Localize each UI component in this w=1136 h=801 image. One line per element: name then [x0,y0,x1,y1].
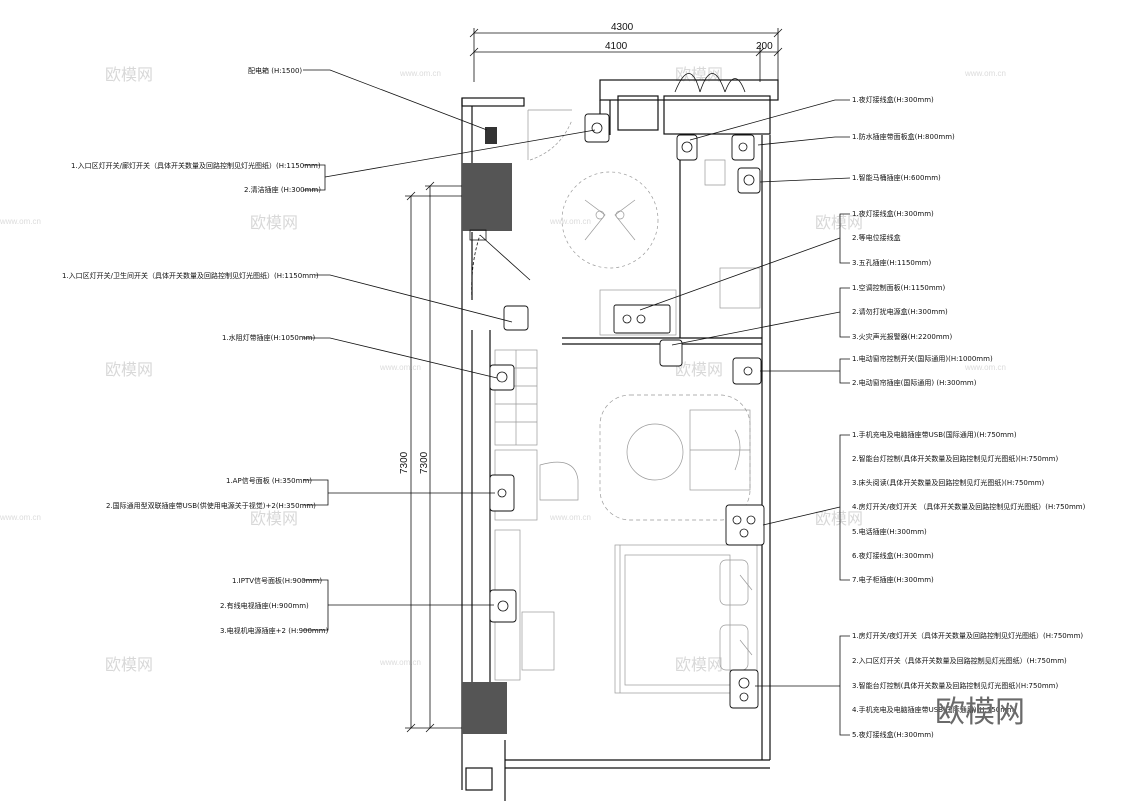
label-night-light-box-4: 5.夜灯接线盒(H:300mm) [852,730,934,739]
label-entry-bathroom-switch: 1.入口区灯开关/卫生间开关（具体开关数量及回路控制见灯光图纸）(H:1150m… [62,271,319,280]
watermark-text: 欧模网 [250,509,298,528]
watermark-url: www.om.cn [0,513,41,522]
label-curtain-socket: 2.电动窗帘插座(国际通用) (H:300mm) [852,378,977,387]
right-annotations: 1.夜灯接线盒(H:300mm) 1.防水插座带面板盒(H:800mm) 1.智… [852,95,1086,739]
label-room-light-switch: 4.房灯开关/夜灯开关 （具体开关数量及回路控制见灯光图纸）(H:750mm) [852,502,1086,511]
label-phone-usb-socket-2: 4.手机充电及电脑插座带USB(国际通用)(H:750mm) [852,705,1017,714]
outlet-glyphs [496,122,756,702]
label-equipotential-box: 2.等电位接线盒 [852,233,901,242]
watermark-url: www.om.cn [0,217,41,226]
label-night-light-box-2: 1.夜灯接线盒(H:300mm) [852,209,934,218]
watermark-text: 欧模网 [815,509,863,528]
window-detail [674,73,746,93]
watermark-text: 欧模网 [675,65,723,84]
dimension-left-inner: 7300 [419,451,430,474]
leader-lines [303,69,851,736]
sofa-and-table [599,394,751,521]
dimension-left-outer: 7300 [399,451,410,474]
label-five-hole-socket: 3.五孔插座(H:1150mm) [852,258,931,267]
watermark-text: 欧模网 [105,65,153,84]
label-bedside-reading: 3.床头阅读(具体开关数量及回路控制见灯光图纸)(H:750mm) [852,478,1044,487]
top-dimension-lines [469,28,783,82]
label-tv-power-socket: 3.电视机电源插座+2 (H:900mm) [220,626,329,635]
watermark-layer: 欧模网 www.om.cn 欧模网 www.om.cn www.om.cn 欧模… [0,65,1006,674]
watermark-url: www.om.cn [379,658,421,667]
watermark-text: 欧模网 [815,213,863,232]
label-tv-socket: 2.有线电视插座(H:900mm) [220,601,309,610]
watermark-text: 欧模网 [675,360,723,379]
structural-column-bottom [462,682,507,734]
dimension-top-side: 200 [756,41,773,52]
label-night-light-box-3: 6.夜灯接线盒(H:300mm) [852,551,934,560]
label-dnd-box: 2.请勿打扰电源盒(H:300mm) [852,307,948,316]
structural-column-top [462,163,512,231]
label-smart-toilet-socket: 1.智能马桶插座(H:600mm) [852,173,941,182]
watermark-url: www.om.cn [964,363,1006,372]
label-room-light-switch-2: 1.房灯开关/夜灯开关（具体开关数量及回路控制见灯光图纸）(H:750mm) [852,631,1083,640]
label-distribution-box: 配电箱 (H:1500) [248,66,302,75]
dimension-top-total: 4300 [611,22,634,33]
distribution-box [485,127,497,144]
label-phone-usb-socket: 1.手机充电及电脑插座带USB(国际通用)(H:750mm) [852,430,1017,439]
label-fire-alarm: 3.火灾声光报警器(H:2200mm) [852,332,952,341]
watermark-url: www.om.cn [964,69,1006,78]
watermark-text: 欧模网 [250,213,298,232]
watermark-text: 欧模网 [105,360,153,379]
label-waterproof-socket: 1.防水插座带面板盒(H:800mm) [852,132,955,141]
label-cabinet-socket: 7.电子柜插座(H:300mm) [852,575,934,584]
label-ac-panel: 1.空调控制面板(H:1150mm) [852,283,945,292]
label-curtain-switch: 1.电动窗帘控制开关(国际通用)(H:1000mm) [852,354,993,363]
label-night-light-box: 1.夜灯接线盒(H:300mm) [852,95,934,104]
watermark-url: www.om.cn [549,217,591,226]
watermark-text: 欧模网 [105,655,153,674]
label-phone-socket: 5.电话插座(H:300mm) [852,527,927,536]
watermark-url: www.om.cn [399,69,441,78]
label-ap-panel: 1.AP信号面板 (H:350mm) [226,476,312,485]
label-entry-switch-2: 2.入口区灯开关（具体开关数量及回路控制见灯光图纸）(H:750mm) [852,656,1067,665]
left-annotations: 配电箱 (H:1500) 1.入口区灯开关/廊灯开关（具体开关数量及回路控制见灯… [62,66,329,635]
watermark-url: www.om.cn [549,513,591,522]
label-iptv-panel: 1.IPTV信号面板(H:900mm) [232,576,322,585]
watermark-url: www.om.cn [964,658,1006,667]
dimension-top-main: 4100 [605,41,628,52]
left-dimension-lines [405,181,470,733]
outlet-symbols [489,113,765,709]
watermark-text: 欧模网 [675,655,723,674]
label-usb-socket: 2.国际通用型双联插座带USB(供使用电源关于视觉)+2(H:350mm) [106,501,316,510]
label-smart-lamp-control: 2.智能台灯控制(具体开关数量及回路控制见灯光图纸)(H:750mm) [852,454,1058,463]
label-smart-lamp-control-2: 3.智能台灯控制(具体开关数量及回路控制见灯光图纸)(H:750mm) [852,681,1058,690]
corner-watermark-logo: 欧模网 [935,695,1025,730]
label-light-strip-socket: 1.水阻灯带插座(H:1050mm) [222,333,315,342]
watermark-url: www.om.cn [379,363,421,372]
bathroom-door [469,229,531,301]
bed [614,544,758,694]
label-entry-switch: 1.入口区灯开关/廊灯开关（具体开关数量及回路控制见灯光图纸）(H:1150mm… [71,161,321,170]
label-cleaning-socket: 2.清洁插座 (H:300mm) [244,185,321,194]
